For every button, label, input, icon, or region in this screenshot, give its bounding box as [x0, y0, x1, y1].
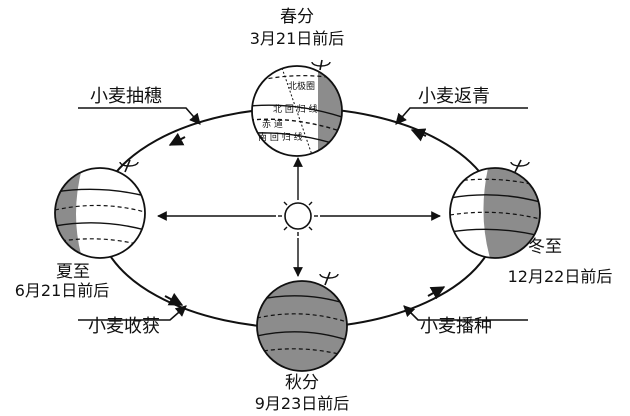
orbit-arrow-bottom-left [164, 292, 184, 306]
crop-top-left: 小麦抽穗 [90, 86, 162, 107]
season-spring: 春分 [280, 7, 314, 27]
globe-winter [449, 159, 541, 259]
date-summer: 6月21日前后 [15, 281, 110, 300]
season-autumn: 秋分 [285, 373, 319, 393]
orbit-arrow-top-right [410, 128, 427, 142]
globe-autumn [256, 271, 348, 372]
date-autumn: 9月23日前后 [255, 394, 350, 413]
season-winter: 冬至 [528, 237, 562, 257]
orbit-arrow-bottom-right [427, 286, 446, 300]
season-summer: 夏至 [56, 262, 90, 282]
crop-leader-lines [78, 107, 528, 321]
date-spring: 3月21日前后 [250, 29, 345, 48]
label-tropic-cancer: 北 回 归 线 [273, 103, 318, 115]
label-tropic-capricorn: 南 回 归 线 [258, 131, 303, 143]
globe-spring: 北极圈 北 回 归 线 赤 道 南 回 归 线 [251, 59, 343, 157]
crop-top-right: 小麦返青 [418, 86, 490, 107]
orbit-arrow-top-left [168, 132, 186, 146]
crop-bottom-right: 小麦播种 [420, 316, 492, 337]
globe-summer [54, 159, 146, 259]
label-arctic-circle: 北极圈 [288, 80, 315, 92]
crop-bottom-left: 小麦收获 [88, 316, 160, 337]
sun-ray-lines [157, 157, 441, 277]
date-winter: 12月22日前后 [508, 267, 613, 286]
label-equator: 赤 道 [262, 118, 283, 130]
sun-icon [278, 196, 318, 236]
